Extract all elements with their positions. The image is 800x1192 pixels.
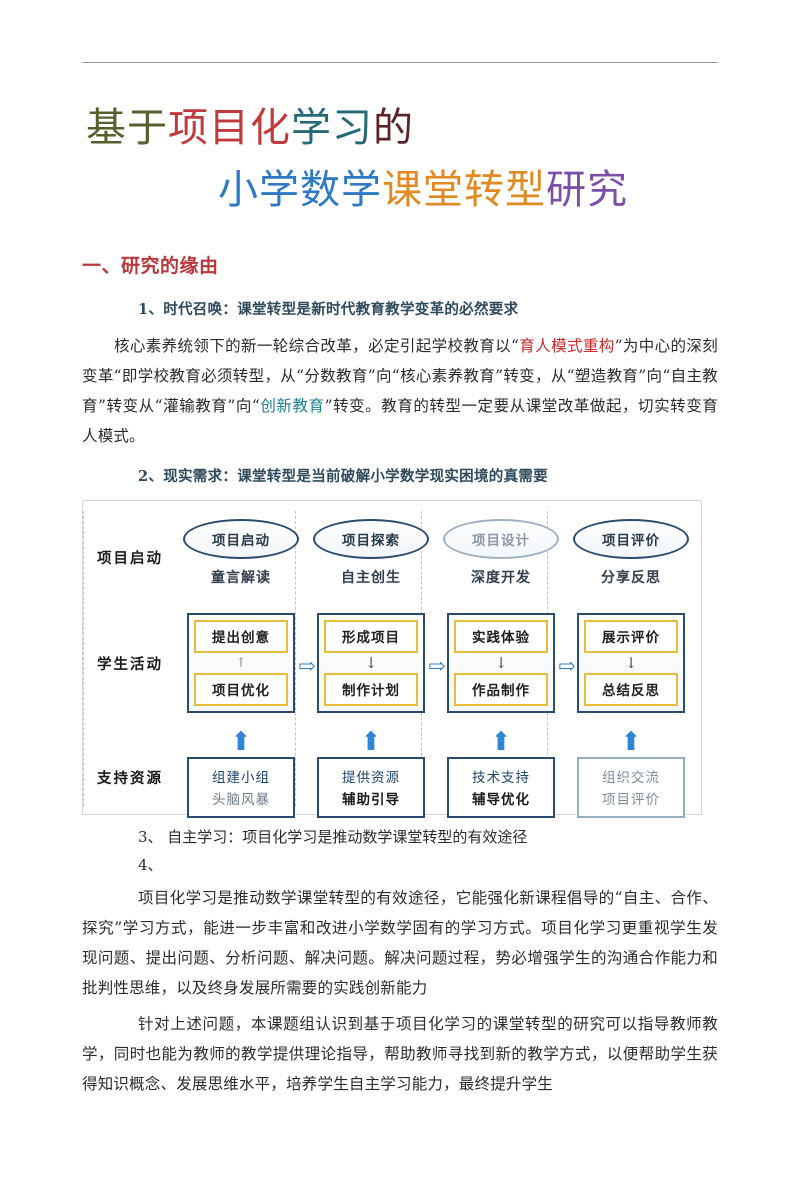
diagram-activity-top: 展示评价 [584,620,678,653]
diagram-activity-box: 提出创意 ↑ 项目优化 [187,613,295,713]
diagram-resource-cell: ⬆ 技术支持 辅导优化 [439,727,563,818]
diagram-oval-cell: 项目启动 童言解读 [179,519,303,587]
diagram-oval-subtitle: 童言解读 [211,570,271,586]
document-page: 基于项目化学习的 小学数学课堂转型研究 一、研究的缘由 1、时代召唤：课堂转型是… [0,62,800,1192]
diagram-resource-line-1: 组织交流 [602,770,660,786]
arrow-down-icon: ↓ [364,653,378,672]
title-segment-4: 的 [373,105,414,151]
diagram-resource-line-1: 组建小组 [212,770,270,786]
section-heading: 一、研究的缘由 [82,255,219,277]
diagram-resource-box: 提供资源 辅助引导 [317,757,425,818]
diagram-resource-line-1: 技术支持 [472,770,530,786]
paragraph-1-segment-3: ”转变。教育的转型一定要从课堂改革做起，切实转变育人模式。 [82,397,718,445]
arrow-down-icon: ↓ [494,653,508,672]
subsection-heading-4: 4、 [138,856,163,874]
diagram-resource-box: 组织交流 项目评价 [577,757,685,818]
diagram-resource-line-2: 辅助引导 [342,792,400,808]
diagram-oval-subtitle: 深度开发 [471,570,531,586]
subsection-heading-2: 2、现实需求：课堂转型是当前破解小学数学现实困境的真需要 [138,468,548,485]
diagram-oval: 项目探索 [313,519,429,559]
diagram-oval-subtitle: 自主创生 [341,570,401,586]
diagram-resource-line-2: 头脑风暴 [212,792,270,808]
diagram-row-label-startup: 项目启动 [97,550,163,567]
paragraph-1-highlight-1: 育人模式重构 [519,337,615,355]
arrow-up-icon: ⬆ [620,727,642,757]
diagram-row-label-activity: 学生活动 [97,656,163,673]
diagram-oval-subtitle: 分享反思 [601,570,661,586]
diagram-row-resources: ⬆ 组建小组 头脑风暴 ⬆ 提供资源 辅助引导 ⬆ 技术支持 辅导优化 [179,729,695,818]
diagram-activity-box: 实践体验 ↓ 作品制作 [447,613,555,713]
arrow-right-icon: ⇨ [558,654,576,678]
subsection-heading-3: 3、 自主学习：项目化学习是推动数学课堂转型的有效途径 [138,828,528,846]
diagram-activity-top: 提出创意 [194,620,288,653]
diagram-activity-bottom: 作品制作 [454,673,548,706]
arrow-up-icon: ⬆ [230,727,252,757]
diagram-activity-box: 形成项目 ↓ 制作计划 [317,613,425,713]
diagram-activity-top: 实践体验 [454,620,548,653]
diagram-oval-cell: 项目设计 深度开发 [439,519,563,587]
paragraph-3: 针对上述问题，本课题组认识到基于项目化学习的课堂转型的研究可以指导教师教学，同时… [82,1015,718,1093]
arrow-down-icon: ↓ [624,653,638,672]
diagram-row-label-resources: 支持资源 [97,770,163,787]
diagram-activity-cell: 提出创意 ↑ 项目优化 [179,613,303,713]
title-segment-7: 研究 [546,167,628,213]
diagram-activity-cell: 展示评价 ↓ 总结反思 [569,613,693,713]
diagram-oval: 项目评价 [573,519,689,559]
paragraph-2: 项目化学习是推动数学课堂转型的有效途径，它能强化新课程倡导的“自主、合作、探究”… [82,889,718,997]
title-line-1: 基于项目化学习的 [82,97,718,159]
diagram-oval-cell: 项目探索 自主创生 [309,519,433,587]
diagram-activity-cell: 形成项目 ↓ 制作计划 [309,613,433,713]
diagram-activity-bottom: 制作计划 [324,673,418,706]
project-based-learning-diagram: 项目启动 学生活动 支持资源 项目启动 童言解读 项目探索 自主创生 项目设计 … [82,500,702,818]
diagram-resource-line-2: 辅导优化 [472,792,530,808]
diagram-resource-line-2: 项目评价 [602,792,660,808]
paragraph-1-highlight-2: 创新教育 [260,397,325,415]
paragraph-1-segment-1: 核心素养统领下的新一轮综合改革，必定引起学校教育以“ [114,337,520,355]
subsection-heading-1: 1、时代召唤：课堂转型是新时代教育教学变革的必然要求 [138,301,519,318]
title-segment-1: 基于 [86,105,168,151]
arrow-up-icon: ⬆ [490,727,512,757]
diagram-resource-cell: ⬆ 组织交流 项目评价 [569,727,693,818]
title-segment-5: 小学数学 [218,167,382,213]
diagram-activity-top: 形成项目 [324,620,418,653]
title-segment-2: 项目化 [168,105,291,151]
diagram-activity-box: 展示评价 ↓ 总结反思 [577,613,685,713]
diagram-column-divider [295,511,296,806]
arrow-right-icon: ⇨ [298,654,316,678]
title-line-2: 小学数学课堂转型研究 [82,159,718,221]
diagram-row-activities: 提出创意 ↑ 项目优化 ⇨ 形成项目 ↓ 制作计划 ⇨ 实践体验 ↓ 作品制作 [179,613,695,713]
paragraph-1: 核心素养统领下的新一轮综合改革，必定引起学校教育以“育人模式重构”为中心的深刻变… [82,331,718,451]
diagram-oval: 项目启动 [183,519,299,559]
diagram-resource-cell: ⬆ 组建小组 头脑风暴 [179,727,303,818]
diagram-resource-box: 技术支持 辅导优化 [447,757,555,818]
title-segment-6: 课堂转型 [382,167,546,213]
page-title: 基于项目化学习的 小学数学课堂转型研究 [82,97,718,221]
arrow-up-icon: ⬆ [360,727,382,757]
diagram-activity-bottom: 总结反思 [584,673,678,706]
arrow-up-icon: ↑ [235,655,247,671]
diagram-activity-bottom: 项目优化 [194,673,288,706]
header-rule [82,62,718,63]
diagram-resource-cell: ⬆ 提供资源 辅助引导 [309,727,433,818]
arrow-right-icon: ⇨ [428,654,446,678]
diagram-activity-cell: 实践体验 ↓ 作品制作 [439,613,563,713]
diagram-resource-box: 组建小组 头脑风暴 [187,757,295,818]
diagram-resource-line-1: 提供资源 [342,770,400,786]
diagram-oval: 项目设计 [443,519,559,559]
title-segment-3: 学习 [291,105,373,151]
diagram-oval-cell: 项目评价 分享反思 [569,519,693,587]
diagram-row-ovals: 项目启动 童言解读 项目探索 自主创生 项目设计 深度开发 项目评价 分享反思 [179,519,695,591]
paragraph-1-segment-2: ”为中心的深刻变革“即学校教育必须转型，从“分数教育”向“核心素养教育”转变，从… [82,337,718,415]
